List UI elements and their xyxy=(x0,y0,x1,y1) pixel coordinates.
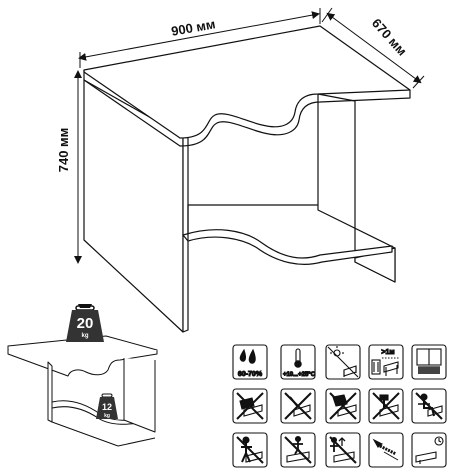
load-desk xyxy=(7,335,158,447)
humidity-label: 60-70% xyxy=(238,371,263,378)
top-load-weight-icon: 20 kg xyxy=(66,304,104,342)
care-icons-grid: 60-70% +10...+25°C xyxy=(232,344,447,468)
no-knife-icon xyxy=(280,388,316,424)
assembly-time-icon xyxy=(411,432,447,468)
no-hot-iron-icon xyxy=(232,388,268,424)
lower-shelf xyxy=(182,229,393,265)
main-desk xyxy=(83,25,411,333)
no-sitting-icon xyxy=(411,388,447,424)
no-standing-icon xyxy=(232,432,268,468)
distance-label: >1м xyxy=(381,349,394,356)
temperature-icon xyxy=(280,344,316,380)
temperature-label: +10...+25°C xyxy=(283,372,316,378)
no-overload-icon xyxy=(325,432,361,468)
height-label: 740 мм xyxy=(56,128,71,173)
no-water-icon xyxy=(325,388,361,424)
dimension-lines xyxy=(74,7,425,264)
no-hammer-icon xyxy=(368,388,404,424)
width-label: 900 мм xyxy=(170,16,216,39)
svg-text:kg: kg xyxy=(104,413,110,419)
depth-label: 670 мм xyxy=(369,15,410,58)
cloth-cleaning-icon xyxy=(368,432,404,468)
depth-dimension-line xyxy=(326,12,422,84)
sunlight-icon xyxy=(325,344,361,380)
humidity-icon xyxy=(232,344,268,380)
heater-distance-icon xyxy=(368,344,404,380)
svg-text:12: 12 xyxy=(102,402,112,412)
shelf-load-weight-icon: 12 kg xyxy=(96,393,118,419)
svg-text:20: 20 xyxy=(77,315,94,332)
window-icon xyxy=(411,344,447,380)
no-jumping-icon xyxy=(280,432,316,468)
svg-text:kg: kg xyxy=(81,333,88,339)
width-dimension-line xyxy=(78,11,320,61)
